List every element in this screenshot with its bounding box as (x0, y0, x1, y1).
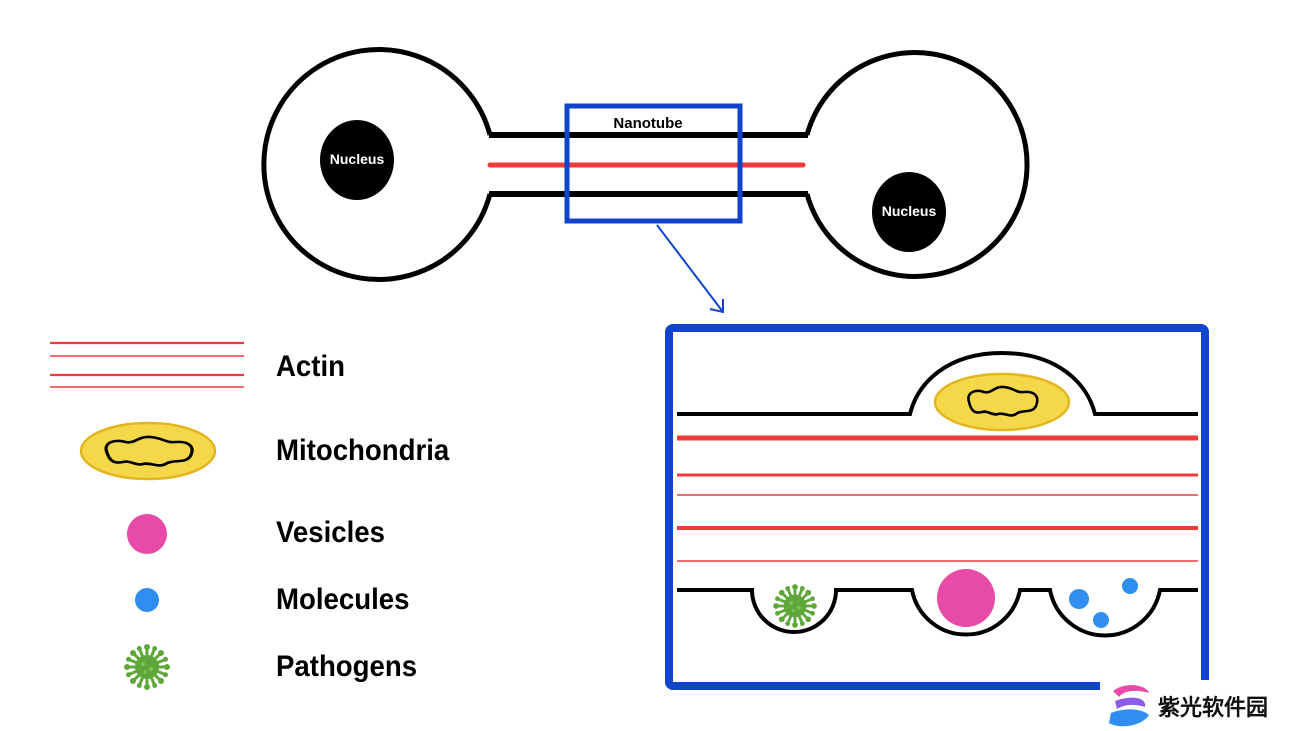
zoom-molecule-1 (1069, 589, 1089, 609)
zoom-molecule-2 (1122, 578, 1138, 594)
zgsoft-logo-icon (1109, 685, 1149, 727)
zoom-panel (665, 324, 1209, 690)
zoom-mitochondria (933, 372, 1071, 432)
left-cell (261, 47, 493, 282)
nanotube-label: Nanotube (613, 115, 682, 132)
legend-label-molecules: Molecules (276, 583, 410, 616)
nucleus-left-label: Nucleus (330, 151, 385, 167)
zoom-bottom-membrane (677, 588, 1198, 638)
nucleus-right-label: Nucleus (882, 203, 937, 219)
nucleus-right (872, 172, 946, 252)
zoom-arrow (656, 224, 724, 314)
watermark: 紫光软件园 (1100, 680, 1300, 731)
nanotube-highlight-box (564, 103, 743, 224)
actin-legend-icon (50, 341, 244, 388)
molecule-icon (135, 588, 159, 612)
zoom-pathogen (771, 582, 819, 630)
zoom-top-membrane (677, 350, 1198, 416)
legend-label-pathogens: Pathogens (276, 650, 418, 683)
watermark-text: 紫光软件园 (1158, 696, 1269, 721)
legend-label-mitochondria: Mitochondria (276, 434, 450, 467)
zoom-vesicle (937, 569, 995, 627)
zoom-actin-filaments (677, 435, 1198, 562)
legend-label-actin: Actin (276, 350, 345, 383)
pathogen-icon (122, 642, 172, 692)
mitochondria-icon (79, 421, 217, 481)
right-cell (804, 50, 1030, 279)
zoom-molecule-3 (1093, 612, 1109, 628)
nucleus-left (320, 120, 394, 200)
vesicle-icon (127, 514, 167, 554)
legend-label-vesicles: Vesicles (276, 516, 385, 549)
nanotube-walls (489, 132, 808, 197)
